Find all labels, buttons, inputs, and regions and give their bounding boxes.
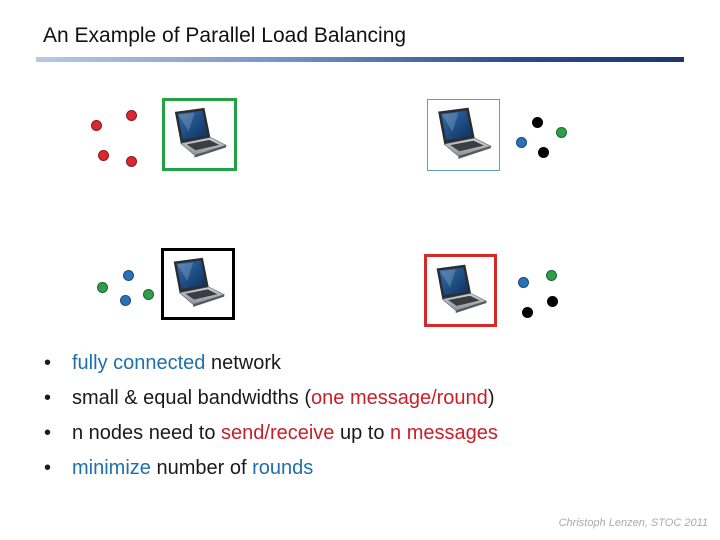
message-dot bbox=[546, 270, 557, 281]
title-divider bbox=[36, 57, 684, 62]
message-dot bbox=[126, 110, 137, 121]
message-dot bbox=[516, 137, 527, 148]
bullet-text-part: minimize bbox=[72, 457, 151, 479]
message-dot bbox=[120, 295, 131, 306]
bullet-item: • small & equal bandwidths (one message/… bbox=[44, 381, 498, 416]
bullet-text-part: fully connected bbox=[72, 352, 206, 374]
bullet-list: • fully connected network • small & equa… bbox=[44, 346, 498, 486]
laptop-icon bbox=[438, 107, 492, 159]
bullet-item: • fully connected network bbox=[44, 346, 498, 381]
bullet-text-part: n messages bbox=[390, 422, 498, 444]
bullet-text-part: one message/round bbox=[311, 387, 488, 409]
bullet-text-part: n nodes need to bbox=[72, 422, 222, 444]
message-dot bbox=[547, 296, 558, 307]
bullet-text-part: network bbox=[205, 352, 282, 374]
bullet-marker: • bbox=[44, 457, 52, 479]
laptop-icon bbox=[173, 257, 226, 307]
bullet-marker: • bbox=[44, 352, 52, 374]
message-dot bbox=[98, 150, 109, 161]
message-dot bbox=[123, 270, 134, 281]
bullet-marker: • bbox=[44, 422, 52, 444]
message-dot bbox=[518, 277, 529, 288]
node-box-bottom-right bbox=[424, 254, 497, 327]
bullet-text-part: small & equal bandwidths ( bbox=[72, 387, 312, 409]
slide-title: An Example of Parallel Load Balancing bbox=[43, 24, 407, 47]
bullet-item: • n nodes need to send/receive up to n m… bbox=[44, 416, 498, 451]
node-box-top-left bbox=[162, 98, 237, 171]
message-dot bbox=[143, 289, 154, 300]
message-dot bbox=[538, 147, 549, 158]
slide-footer: Christoph Lenzen, STOC 2011 bbox=[558, 517, 708, 529]
bullet-text-part: send/receive bbox=[221, 422, 335, 444]
laptop-icon bbox=[436, 264, 488, 313]
message-dot bbox=[97, 282, 108, 293]
bullet-marker: • bbox=[44, 387, 52, 409]
laptop-icon bbox=[174, 107, 227, 158]
message-dot bbox=[532, 117, 543, 128]
bullet-text-part: number of bbox=[150, 457, 253, 479]
bullet-item: • minimize number of rounds bbox=[44, 451, 498, 486]
bullet-text-part: ) bbox=[487, 387, 495, 409]
node-box-bottom-left bbox=[161, 248, 235, 320]
message-dot bbox=[522, 307, 533, 318]
message-dot bbox=[126, 156, 137, 167]
message-dot bbox=[556, 127, 567, 138]
bullet-text-part: up to bbox=[334, 422, 391, 444]
node-box-top-right bbox=[427, 99, 500, 171]
message-dot bbox=[91, 120, 102, 131]
bullet-text-part: rounds bbox=[252, 457, 314, 479]
